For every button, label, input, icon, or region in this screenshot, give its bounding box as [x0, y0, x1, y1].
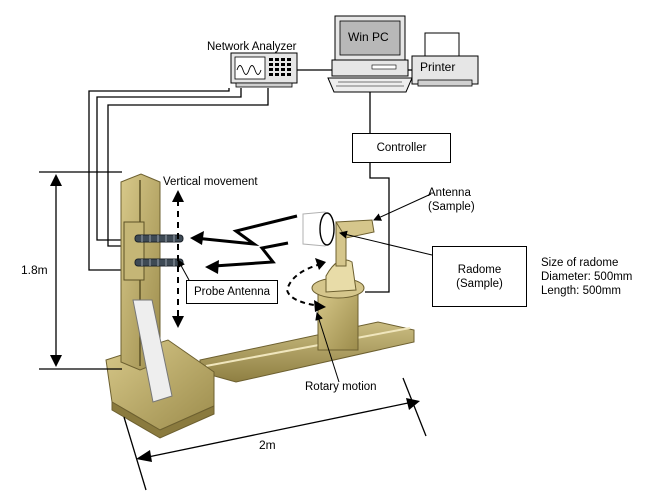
antenna-label-line2: (Sample): [428, 201, 475, 213]
radome-size-title: Size of radome: [541, 257, 619, 269]
probe-antennas: [134, 234, 184, 267]
network-analyzer-device: [230, 52, 298, 88]
radome-diameter: Diameter: 500mm: [541, 271, 633, 283]
antenna-sample-label: Antenna (Sample): [428, 186, 475, 214]
radome-sample-box: Radome (Sample): [432, 246, 527, 307]
network-analyzer-label: Network Analyzer: [207, 41, 297, 53]
radome-label-line2: (Sample): [456, 277, 503, 290]
length-dimension-label: 2m: [259, 438, 276, 452]
length-dimension: [123, 377, 427, 491]
controller-label: Controller: [376, 142, 427, 154]
probe-antenna-label: Probe Antenna: [193, 286, 271, 298]
antenna-label-line1: Antenna: [428, 187, 471, 199]
rotary-stage: [311, 219, 375, 351]
rotary-motion-arrow: [285, 258, 326, 312]
rotary-motion-label: Rotary motion: [305, 381, 377, 393]
label-pointers: [177, 193, 433, 383]
vertical-movement-label: Vertical movement: [163, 176, 258, 188]
height-dimension-label: 1.8m: [21, 263, 48, 277]
radome-size-info: Size of radome Diameter: 500mm Length: 5…: [541, 256, 632, 298]
probe-antenna-box: Probe Antenna: [186, 280, 278, 304]
printer-device: [411, 32, 479, 87]
rail-platform: [199, 321, 415, 383]
win-pc-label: Win PC: [348, 30, 389, 44]
signal-zigzag-lower: [205, 241, 289, 274]
radome-length: Length: 500mm: [541, 285, 621, 297]
controller-box: Controller: [352, 133, 451, 163]
signal-zigzag-upper: [190, 214, 298, 247]
height-dimension: [39, 171, 122, 370]
win-pc-device: [327, 15, 413, 93]
cables: [88, 69, 412, 293]
radome-label-line1: Radome: [457, 263, 502, 276]
printer-label: Printer: [420, 60, 456, 74]
radome-sample: [302, 211, 335, 247]
